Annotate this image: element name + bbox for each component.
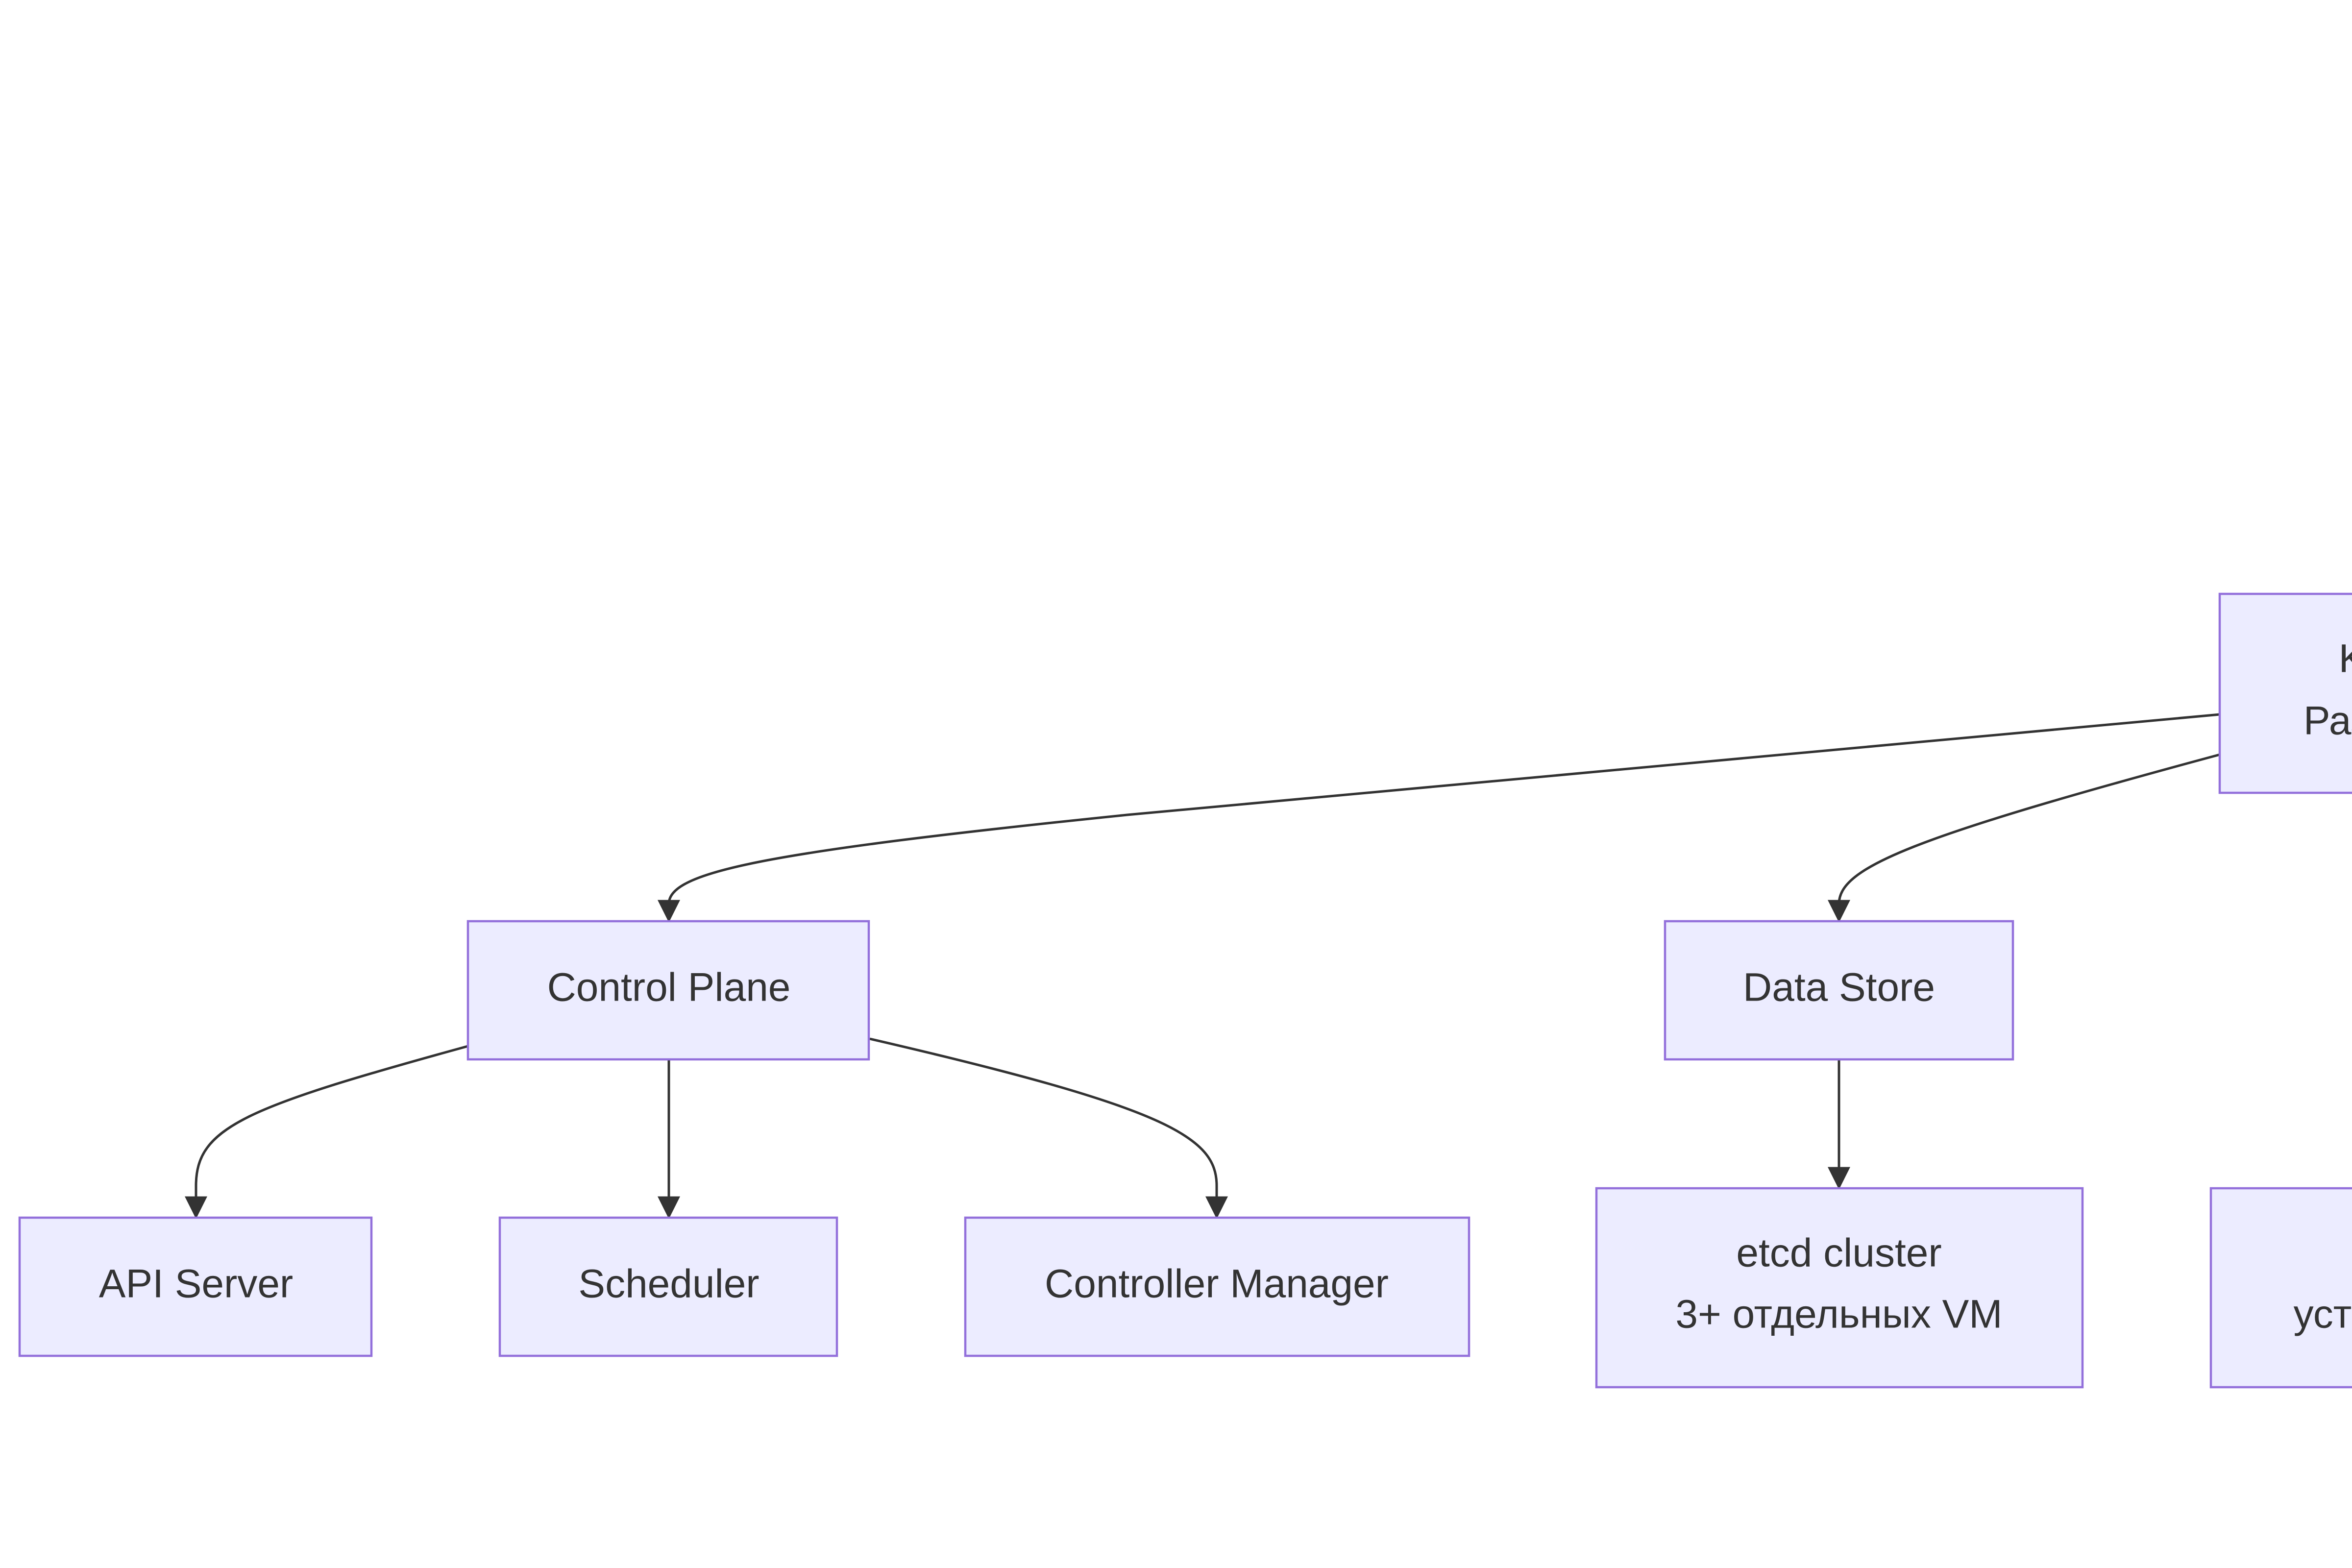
node-data-store-label: Data Store	[1743, 965, 1935, 1010]
edge-root-to-data-store	[1828, 753, 2220, 923]
node-root-line-1: K	[2339, 637, 2352, 681]
node-data-store[interactable]: Data Store	[1664, 920, 2014, 1061]
edge-control-plane-to-api-server	[185, 1045, 468, 1219]
edge-control-plane-to-controller-manager	[869, 1037, 1228, 1219]
node-controller-manager[interactable]: Controller Manager	[964, 1216, 1470, 1357]
node-control-plane[interactable]: Control Plane	[466, 920, 870, 1061]
node-api-server[interactable]: API Server	[18, 1216, 373, 1357]
node-api-server-label: API Server	[99, 1262, 293, 1306]
node-root-line-2: Раз	[2303, 699, 2352, 743]
node-controller-manager-label: Controller Manager	[1045, 1262, 1389, 1306]
node-partial-right[interactable]: уст	[2209, 1187, 2352, 1389]
node-scheduler-label: Scheduler	[578, 1262, 759, 1306]
edge-root-to-control-plane	[658, 713, 2220, 923]
node-control-plane-label: Control Plane	[547, 965, 791, 1010]
node-etcd-cluster-line-2: 3+ отдельных VM	[1675, 1292, 2002, 1337]
node-scheduler[interactable]: Scheduler	[498, 1216, 838, 1357]
node-partial-right-line-2: уст	[2294, 1292, 2352, 1337]
node-etcd-cluster[interactable]: etcd cluster 3+ отдельных VM	[1595, 1187, 2084, 1389]
edges	[185, 713, 2220, 1219]
node-root[interactable]: K Раз	[2218, 592, 2352, 794]
node-etcd-cluster-line-1: etcd cluster	[1736, 1231, 1941, 1275]
